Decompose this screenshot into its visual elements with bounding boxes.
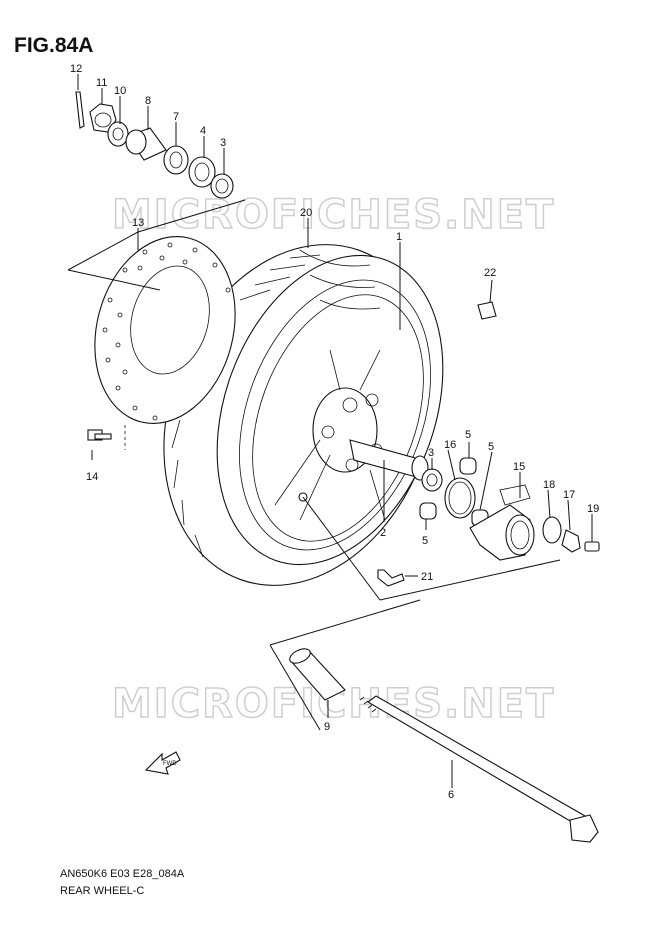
callout-22: 22 — [484, 267, 496, 279]
washer[interactable] — [107, 121, 129, 147]
callout-21: 21 — [421, 571, 433, 583]
cover-18[interactable] — [542, 516, 562, 544]
callout-6: 6 — [448, 789, 454, 801]
axle-nut[interactable] — [89, 103, 117, 133]
disc-bolt[interactable] — [87, 429, 112, 441]
callout-1: 1 — [396, 231, 402, 243]
callout-15: 15 — [513, 461, 525, 473]
callout-7: 7 — [173, 111, 179, 123]
callout-3-right: 3 — [428, 447, 434, 459]
callout-4: 4 — [200, 125, 206, 137]
bolt-19[interactable] — [584, 541, 600, 552]
callout-19: 19 — [587, 503, 599, 515]
callout-5-a: 5 — [465, 429, 471, 441]
oil-seal-4[interactable] — [188, 156, 216, 188]
callout-2: 2 — [380, 527, 386, 539]
callout-10: 10 — [114, 85, 126, 97]
rear-axle-6[interactable] — [359, 695, 599, 843]
cotter-pin[interactable] — [75, 91, 85, 129]
bracket-17[interactable] — [561, 529, 581, 553]
callout-9: 9 — [324, 721, 330, 733]
damper-5-a[interactable] — [459, 457, 477, 475]
callout-5-b: 5 — [488, 441, 494, 453]
callout-20: 20 — [300, 207, 312, 219]
callout-14: 14 — [86, 471, 98, 483]
watermark-top: MICROFICHES.NET — [112, 192, 555, 238]
callout-11: 11 — [96, 77, 107, 89]
callout-8: 8 — [145, 95, 151, 107]
figure-name: REAR WHEEL-C — [60, 885, 145, 897]
damper-5-b[interactable] — [419, 502, 437, 520]
bearing-3-right[interactable] — [421, 468, 443, 492]
callout-13: 13 — [132, 217, 144, 229]
fwd-arrow-icon: FWD — [144, 751, 181, 775]
figure-code: AN650K6 E03 E28_084A — [60, 868, 185, 880]
callout-16: 16 — [444, 439, 456, 451]
fwd-label: FWD — [163, 761, 177, 767]
spacer-8[interactable] — [125, 127, 167, 161]
callout-5-c: 5 — [422, 535, 428, 547]
air-valve-21[interactable] — [377, 569, 405, 587]
o-ring-16[interactable] — [444, 477, 476, 519]
callout-12: 12 — [70, 63, 82, 75]
callout-3-top: 3 — [220, 137, 226, 149]
callout-17: 17 — [563, 489, 575, 501]
bearing-3-top[interactable] — [210, 173, 234, 199]
dust-seal-7[interactable] — [163, 145, 189, 175]
callout-18: 18 — [543, 479, 555, 491]
drive-flange-15[interactable] — [469, 484, 535, 561]
figure-title: FIG.84A — [14, 34, 94, 57]
clip-22[interactable] — [477, 301, 497, 320]
axle-spacer-9[interactable] — [287, 646, 346, 701]
